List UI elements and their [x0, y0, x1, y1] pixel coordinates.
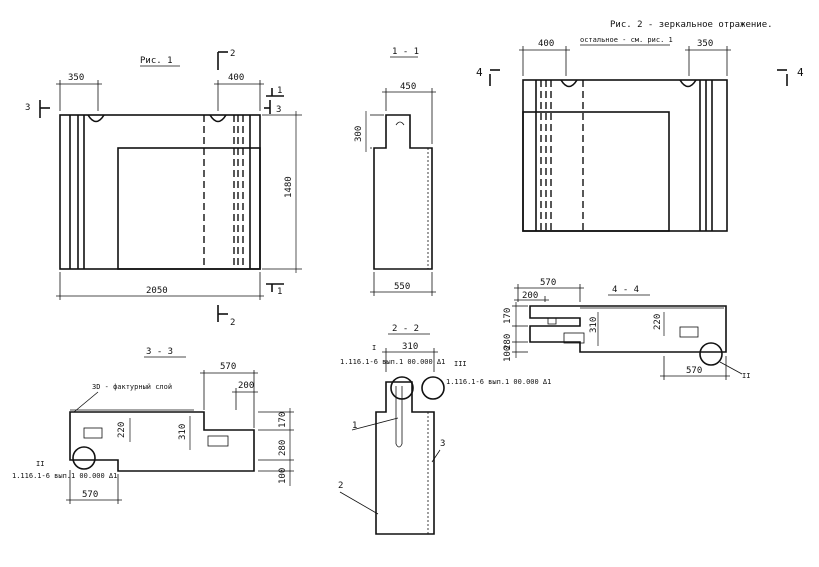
fig1-dim-top-left: 350 [68, 73, 84, 83]
fig1-opening [117, 147, 261, 270]
sec33-note: ЗD - фактурный слой [92, 383, 172, 391]
sec33-dim-280: 280 [278, 440, 288, 456]
sec33-dim-200: 200 [238, 381, 254, 391]
sec44-dim-170: 170 [503, 308, 513, 324]
sec33-callout-roman: II [36, 460, 44, 468]
sec44-dim-bottom: 570 [686, 366, 702, 376]
fig1-dim-width: 2050 [146, 286, 168, 296]
section-3-3: 3 - 3 ЗD - фактурный слой II 1.116.1-6 в… [12, 347, 294, 504]
sec33-title: 3 - 3 [146, 347, 173, 357]
sec33-dim-310: 310 [178, 424, 188, 440]
fig2-panel-outline [522, 79, 728, 232]
section-2-2: 2 - 2 310 I 1.116.1-6 вып.1 00.000 Δ1 II… [338, 324, 551, 535]
sec22-callout-right-text: 1.116.1-6 вып.1 00.000 Δ1 [446, 378, 551, 386]
sec33-callout-text: 1.116.1-6 вып.1 00.000 Δ1 [12, 472, 117, 480]
sec33-dim-220: 220 [117, 422, 127, 438]
sec33-profile [69, 411, 255, 472]
sec22-callout-right-roman: III [454, 360, 467, 368]
sec44-dim-100: 100 [503, 346, 513, 362]
sec44-profile [529, 305, 727, 353]
fig1-section-2-bottom: 2 [230, 318, 235, 328]
fig1-view: Рис. 1 350 400 1480 2050 2 2 [25, 49, 302, 328]
fig1-section-2-top: 2 [230, 49, 235, 59]
sec44-callout-roman: II [742, 372, 750, 380]
fig1-section-3-right: 3 [276, 105, 281, 115]
sec11-dim-left: 300 [354, 126, 364, 142]
sec44-dim-220: 220 [653, 314, 663, 330]
sec22-profile [375, 381, 435, 535]
fig2-opening [522, 111, 670, 232]
sec33-dim-100: 100 [278, 468, 288, 484]
fig2-dim-top-right: 350 [697, 39, 713, 49]
sec44-title: 4 - 4 [612, 285, 639, 295]
fig2-title: Рис. 2 - зеркальное отражение. [610, 20, 773, 30]
sec22-callout-left-circle [390, 376, 414, 400]
fig2-section-4-left: 4 [476, 66, 483, 79]
sec33-callout-circle [72, 446, 96, 470]
sec22-callout-left-roman: I [372, 344, 376, 352]
sec22-callout-left-text: 1.116.1-6 вып.1 00.000 Δ1 [340, 358, 445, 366]
sec22-title: 2 - 2 [392, 324, 419, 334]
fig1-section-1-bottom: 1 [277, 287, 282, 297]
fig2-subtitle: остальное - см. рис. 1 [580, 36, 673, 44]
fig1-dim-top-right: 400 [228, 73, 244, 83]
section-4-4: 4 - 4 II 570 200 170 280 100 310 220 570 [503, 278, 750, 380]
fig1-title: Рис. 1 [140, 56, 173, 66]
fig2-view: Рис. 2 - зеркальное отражение. остальное… [476, 20, 804, 232]
sec44-dim-280: 280 [503, 334, 513, 350]
sec44-dim-top: 570 [540, 278, 556, 288]
sec11-dim-bottom: 550 [394, 282, 410, 292]
fig2-section-4-right: 4 [797, 66, 804, 79]
sec44-dim-200: 200 [522, 291, 538, 301]
sec22-label-1: 1 [352, 421, 357, 431]
sec44-dim-310: 310 [589, 317, 599, 333]
sec11-dim-top: 450 [400, 82, 416, 92]
sec22-label-3: 3 [440, 439, 445, 449]
fig1-panel-outline [59, 114, 261, 270]
sec11-profile [373, 114, 433, 270]
section-1-1: 1 - 1 450 300 550 [354, 47, 436, 296]
sec22-label-2: 2 [338, 481, 343, 491]
fig2-dim-top-left: 400 [538, 39, 554, 49]
sec33-dim-bottom: 570 [82, 490, 98, 500]
sec33-dim-top: 570 [220, 362, 236, 372]
sec22-callout-right-circle [421, 376, 445, 400]
sec33-dim-170: 170 [278, 412, 288, 428]
fig1-section-1-top: 1 [277, 86, 282, 96]
fig1-section-3-left: 3 [25, 103, 30, 113]
sec44-callout-circle [699, 342, 723, 366]
sec22-dim-top: 310 [402, 342, 418, 352]
sec11-title: 1 - 1 [392, 47, 419, 57]
fig1-dim-height: 1480 [284, 176, 294, 198]
